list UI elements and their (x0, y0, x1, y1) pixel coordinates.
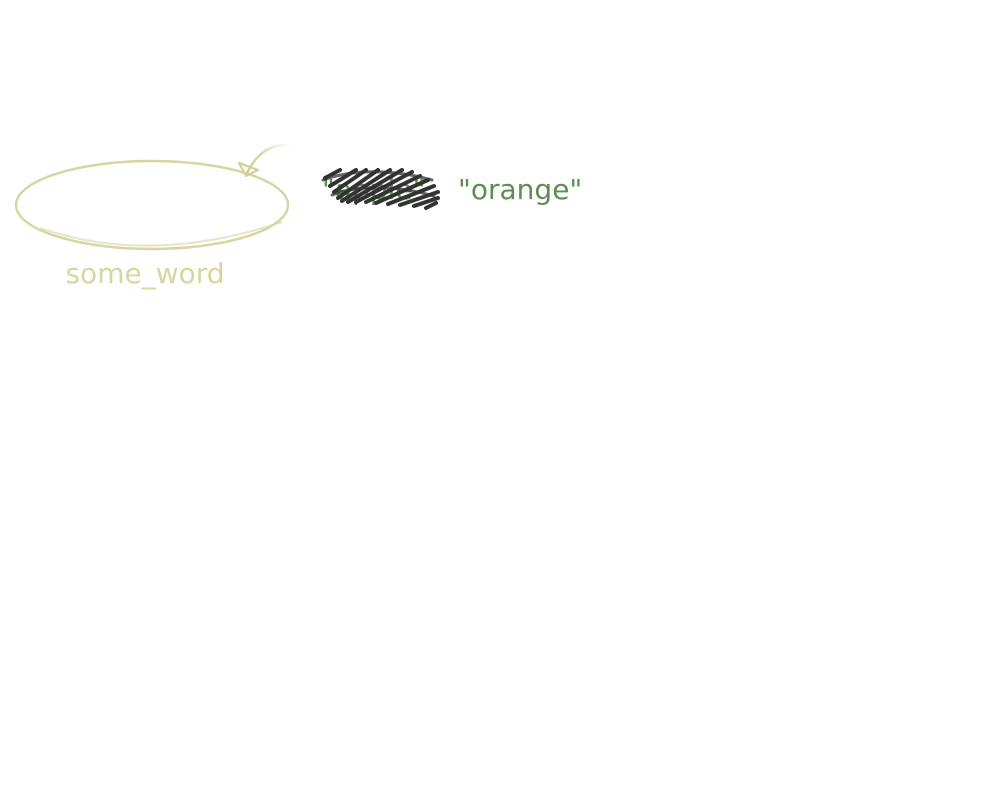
reference-arrowhead (238, 162, 259, 177)
new-value-text: "orange" (458, 173, 582, 206)
variable-name-label: some_word (65, 257, 224, 290)
reference-arrow (245, 143, 294, 175)
variable-ellipse (14, 159, 290, 251)
variable-ellipse-shadow (39, 221, 283, 247)
scribble-out (321, 168, 440, 210)
